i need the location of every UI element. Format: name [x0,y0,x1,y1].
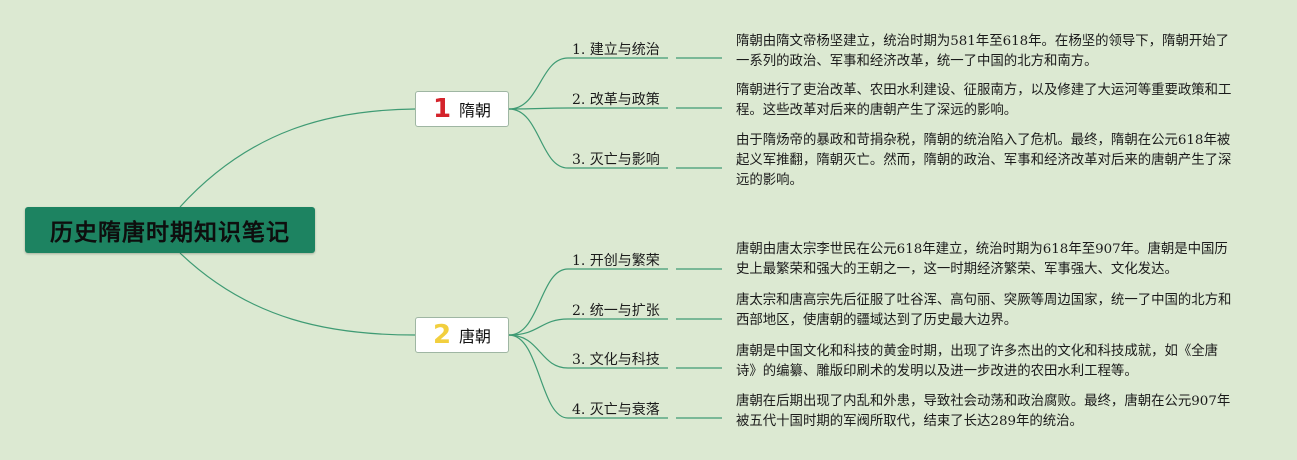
connector-tang-3 [508,334,569,369]
root-title: 历史隋唐时期知识笔记 [50,220,290,246]
subtopic-tang-1[interactable]: 1. 开创与繁荣 [572,253,660,269]
connector-tang-1 [508,268,569,336]
connector-root-sui [179,108,416,208]
subtopic-sui-2[interactable]: 2. 改革与政策 [572,92,660,108]
subtopic-tang-3[interactable]: 3. 文化与科技 [572,352,660,368]
subtopic-sui-3-description: 由于隋炀帝的暴政和苛捐杂税，隋朝的统治陷入了危机。最终，隋朝在公元618年被起义… [736,133,1232,188]
branch-sui[interactable]: 1 隋朝 [415,91,509,127]
connector-sui-1 [508,57,569,110]
subtopic-tang-4[interactable]: 4. 灭亡与衰落 [572,402,660,418]
subtopic-tang-2[interactable]: 2. 统一与扩张 [572,303,660,319]
connector-sui-3 [508,108,569,169]
branch-label: 隋朝 [459,101,492,120]
subtopic-tang-3-description: 唐朝是中国文化和科技的黄金时期，出现了许多杰出的文化和科技成就，如《全唐诗》的编… [736,344,1219,379]
branch-tang[interactable]: 2 唐朝 [415,317,509,353]
subtopic-sui-2-description: 隋朝进行了吏治改革、农田水利建设、征服南方，以及修建了大运河等重要政策和工程。这… [736,83,1232,118]
subtopic-tang-4-description: 唐朝在后期出现了内乱和外患，导致社会动荡和政治腐败。最终，唐朝在公元907年被五… [736,394,1231,429]
branch-number-badge: 1 [432,94,452,124]
branch-number-badge: 2 [432,320,452,350]
subtopic-tang-1-description: 唐朝由唐太宗李世民在公元618年建立，统治时期为618年至907年。唐朝是中国历… [736,242,1228,277]
connector-tang-2 [508,318,569,336]
subtopic-sui-3[interactable]: 3. 灭亡与影响 [572,152,660,168]
branch-label: 唐朝 [459,327,492,346]
connector-tang-4 [508,334,569,419]
root-topic[interactable]: 历史隋唐时期知识笔记 [25,207,315,253]
connector-root-tang [179,252,416,336]
subtopic-tang-2-description: 唐太宗和唐高宗先后征服了吐谷浑、高句丽、突厥等周边国家，统一了中国的北方和西部地… [736,293,1232,328]
subtopic-sui-1[interactable]: 1. 建立与统治 [572,42,660,58]
connector-sui-2 [508,107,569,110]
subtopic-sui-1-description: 隋朝由隋文帝杨坚建立，统治时期为581年至618年。在杨坚的领导下，隋朝开始了一… [736,34,1230,69]
